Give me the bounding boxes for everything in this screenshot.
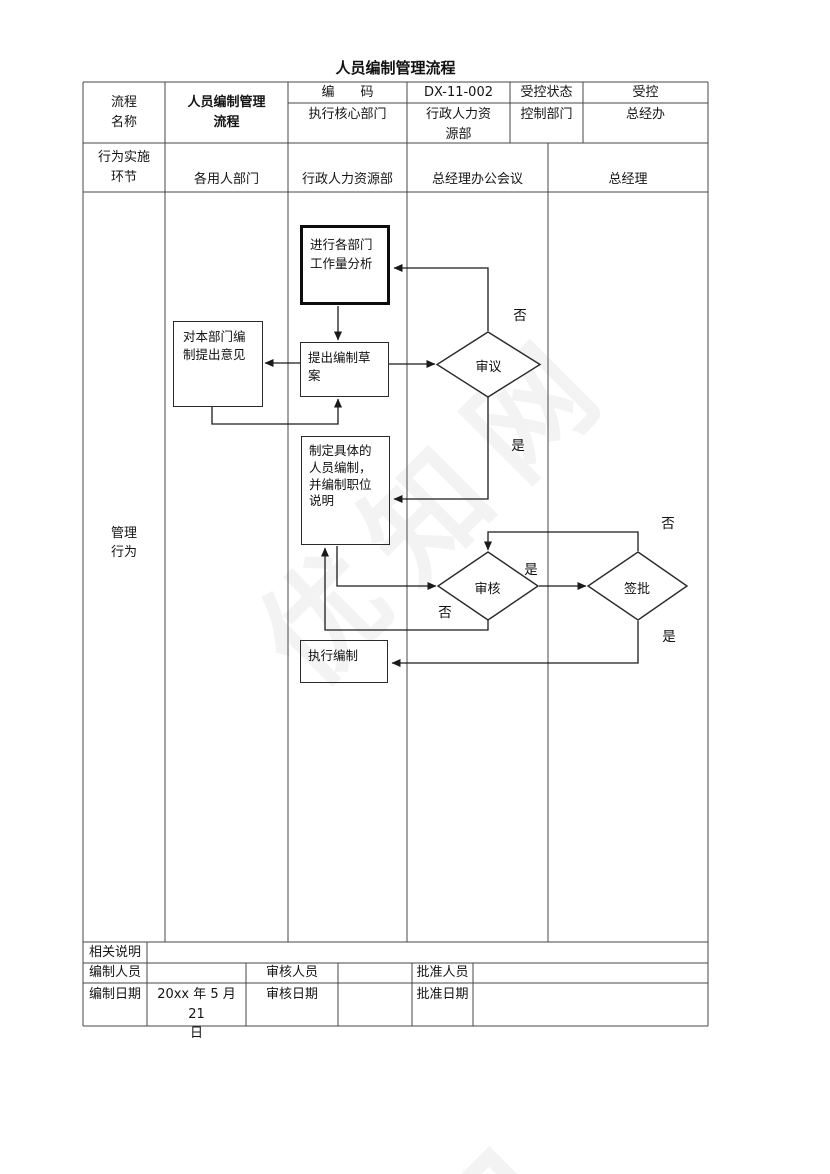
table-grid <box>82 81 709 1027</box>
decision-diamonds <box>435 331 689 621</box>
sign-no-label: 否 <box>661 516 675 532</box>
check-diamond-label: 审核 <box>474 582 501 597</box>
flow-box-establish-staffing: 制定具体的 人员编制， 并编制职位 说明 <box>301 436 390 545</box>
make-date-label: 编制日期 <box>88 987 141 1002</box>
review-diamond-shape <box>435 331 542 398</box>
review-no-label: 否 <box>513 308 527 324</box>
flow-box-dept-opinion: 对本部门编 制提出意见 <box>173 321 263 407</box>
lane-row-label: 行为实施 环节 <box>97 150 150 185</box>
control-state-label: 受控状态 <box>520 84 573 100</box>
code-value: DX-11-002 <box>423 84 493 100</box>
sign-yes-label: 是 <box>662 629 676 645</box>
flow-connectors <box>211 264 639 667</box>
review-yes-label: 是 <box>511 438 525 454</box>
behavior-row-label: 管理 行为 <box>110 525 137 561</box>
note-label: 相关说明 <box>88 944 141 960</box>
exec-dept-label: 执行核心部门 <box>308 107 387 122</box>
flow-box-workload-analysis: 进行各部门 工作量分析 <box>300 225 390 305</box>
lane-header-gm-meeting: 总经理办公会议 <box>431 171 523 187</box>
page-title: 人员编制管理流程 <box>335 59 456 77</box>
control-dept-value: 总经办 <box>625 107 665 122</box>
check-yes-label: 是 <box>524 562 538 578</box>
flow-box-propose-draft: 提出编制草 案 <box>300 342 389 397</box>
process-name-label: 流程 名称 <box>110 95 137 130</box>
control-state-value: 受控 <box>632 84 659 100</box>
review-diamond-label: 审议 <box>475 360 502 375</box>
lane-header-gm: 总经理 <box>608 171 648 187</box>
reviewer-label: 审核人员 <box>265 965 318 981</box>
sign-diamond-shape <box>586 551 689 621</box>
control-dept-label: 控制部门 <box>520 107 573 122</box>
maker-label: 编制人员 <box>88 965 141 981</box>
sign-diamond-label: 签批 <box>623 582 650 597</box>
make-date-value: 20xx 年 5 月 21 日 <box>157 987 236 1041</box>
approve-date-label: 批准日期 <box>416 987 469 1002</box>
lane-header-user-depts: 各用人部门 <box>193 171 259 187</box>
flow-box-execute: 执行编制 <box>300 640 388 683</box>
code-label: 编 码 <box>321 84 374 100</box>
lane-header-hr-dept: 行政人力资源部 <box>301 171 393 187</box>
exec-dept-value: 行政人力资 源部 <box>425 107 491 142</box>
approver-label: 批准人员 <box>416 965 469 981</box>
process-name-value: 人员编制管理 流程 <box>187 95 266 130</box>
check-diamond-shape <box>436 551 540 621</box>
review-date-label: 审核日期 <box>265 987 318 1002</box>
check-no-label: 否 <box>438 605 452 621</box>
